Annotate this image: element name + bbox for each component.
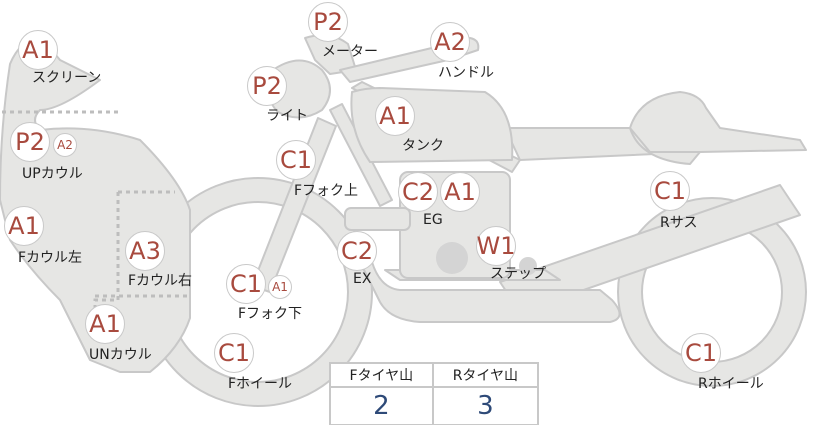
- tire-header-front: Fタイヤ山: [329, 362, 434, 388]
- badge-a2-handle[interactable]: A2: [430, 22, 470, 62]
- badge-c1-ffork-lower[interactable]: C1: [226, 264, 266, 304]
- badge-c1-rsus[interactable]: C1: [650, 171, 690, 211]
- tire-tread-table: Fタイヤ山 Rタイヤ山 2 3: [329, 362, 540, 425]
- label-rsus: Rサス: [660, 215, 698, 231]
- badge-c1-ffork-upper[interactable]: C1: [276, 140, 316, 180]
- badge-p2-light[interactable]: P2: [247, 66, 287, 106]
- tire-value-rear[interactable]: 3: [431, 386, 540, 425]
- badge-w1-step[interactable]: W1: [476, 226, 516, 266]
- tire-table-header-row: Fタイヤ山 Rタイヤ山: [329, 362, 540, 388]
- label-rwheel: Rホイール: [698, 376, 764, 392]
- seat-shape: [504, 91, 807, 161]
- badge-a3-fcowl-right[interactable]: A3: [125, 231, 165, 271]
- exhaust-shape: [359, 261, 621, 323]
- label-ex: EX: [353, 271, 372, 287]
- label-upcowl: UPカウル: [22, 166, 83, 182]
- label-light: ライト: [266, 108, 308, 124]
- label-ffork-upper: Fフォク上: [294, 183, 359, 199]
- badge-p2-upcowl[interactable]: P2: [10, 122, 50, 162]
- label-uncowl: UNカウル: [89, 347, 152, 363]
- label-fwheel: Fホイール: [228, 376, 293, 392]
- label-tank: タンク: [402, 138, 444, 154]
- badge-a1-fcowl-left[interactable]: A1: [4, 206, 44, 246]
- badge-a1-eg[interactable]: A1: [440, 172, 480, 212]
- tire-value-front[interactable]: 2: [329, 386, 434, 425]
- label-eg: EG: [423, 212, 443, 228]
- label-step: ステップ: [490, 266, 546, 282]
- badge-p2-meter[interactable]: P2: [308, 2, 348, 42]
- front-cowl-shape: [0, 35, 191, 373]
- tire-table-value-row: 2 3: [329, 386, 540, 425]
- label-meter: メーター: [322, 44, 378, 60]
- label-fcowl-left: Fカウル左: [18, 250, 83, 266]
- label-handle: ハンドル: [438, 65, 494, 81]
- badge-a1-ffork-lower[interactable]: A1: [268, 275, 292, 299]
- label-screen: スクリーン: [32, 70, 102, 86]
- badge-c2-ex[interactable]: C2: [337, 231, 377, 271]
- badge-c1-fwheel[interactable]: C1: [214, 333, 254, 373]
- badge-c1-rwheel[interactable]: C1: [681, 333, 721, 373]
- badge-a1-screen[interactable]: A1: [18, 30, 58, 70]
- badge-a1-tank[interactable]: A1: [375, 96, 415, 136]
- tire-header-rear: Rタイヤ山: [431, 362, 540, 388]
- badge-a2-upcowl[interactable]: A2: [53, 133, 77, 157]
- badge-c2-eg[interactable]: C2: [398, 172, 438, 212]
- badge-a1-uncowl[interactable]: A1: [85, 304, 125, 344]
- label-ffork-lower: Fフォク下: [238, 306, 303, 322]
- label-fcowl-right: Fカウル右: [128, 273, 193, 289]
